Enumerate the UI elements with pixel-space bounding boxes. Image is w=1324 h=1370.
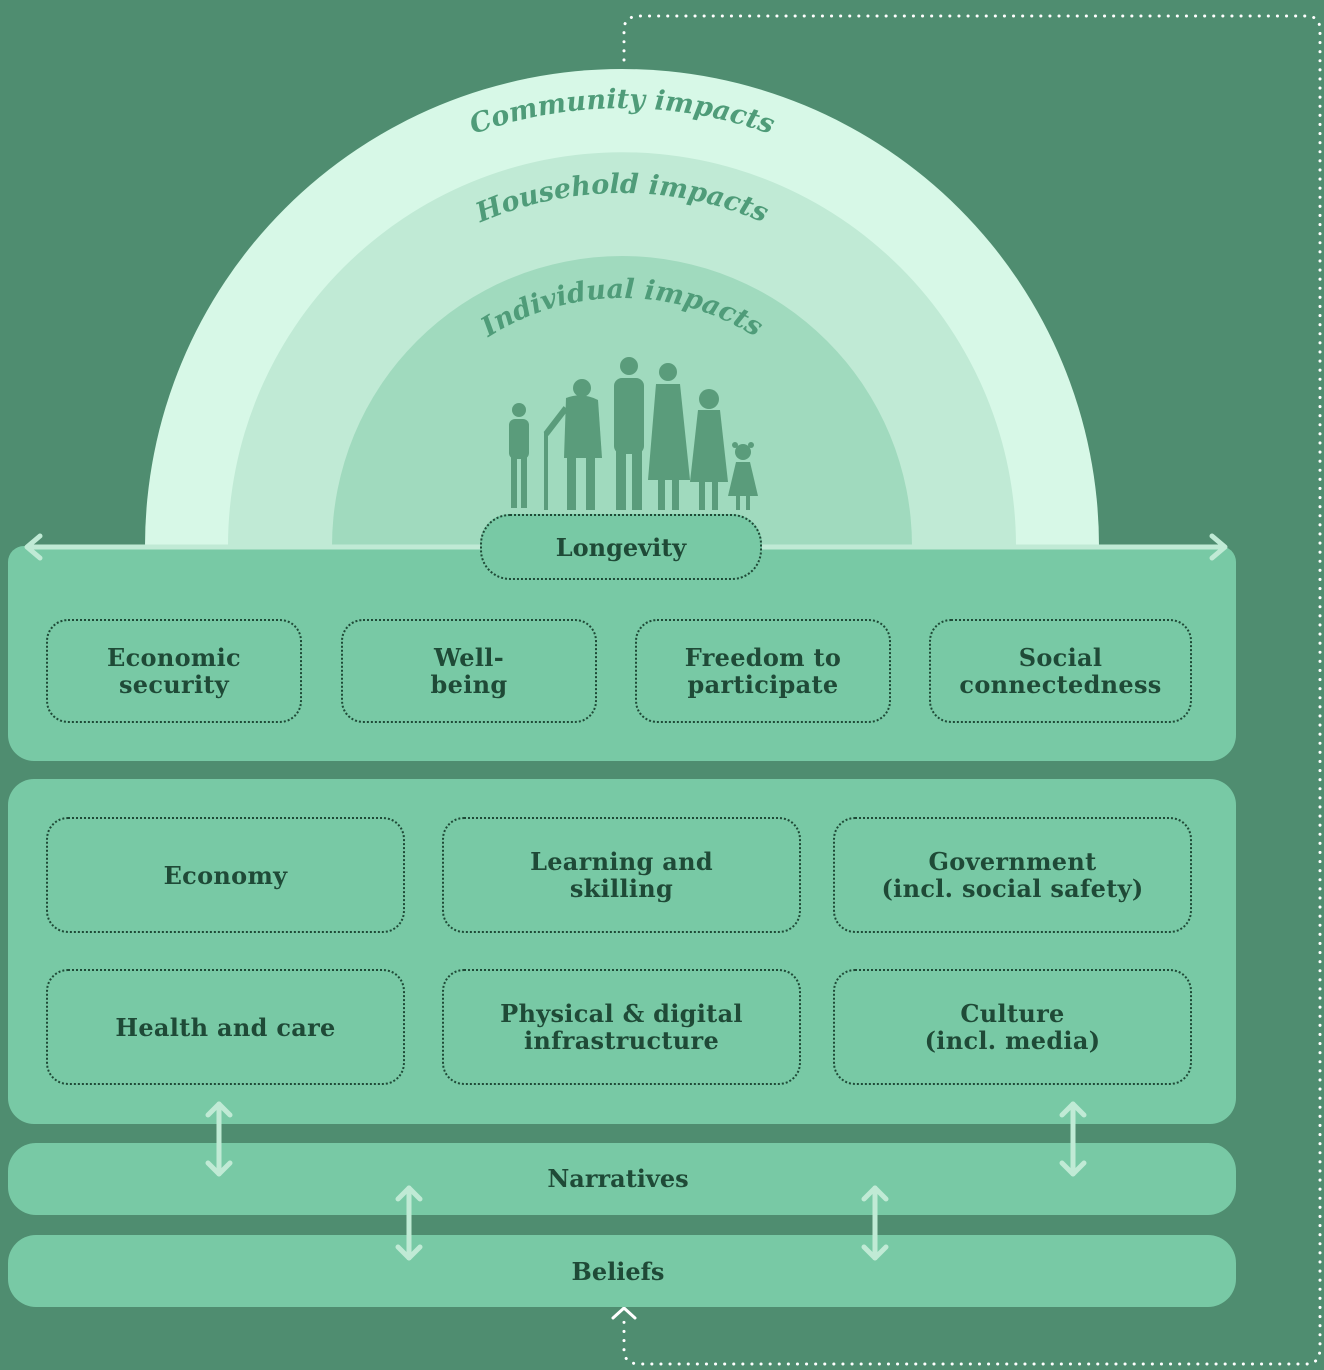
system-learning-and-skilling: Learning and skilling	[442, 817, 801, 933]
outcome-economic-security: Economic security	[46, 619, 302, 723]
impact-arcs: Community impacts Household impacts Indi…	[145, 69, 1099, 546]
outcome-well-being: Well- being	[341, 619, 597, 723]
beliefs-panel	[8, 1235, 1236, 1307]
systems-panel	[8, 779, 1236, 1124]
outcome-freedom-to-participate: Freedom to participate	[635, 619, 891, 723]
beliefs-label: Beliefs	[571, 1257, 665, 1286]
outcomes-panel	[8, 546, 1236, 761]
family-silhouette-icon	[509, 357, 758, 510]
system-health-and-care: Health and care	[46, 969, 405, 1085]
narratives-label: Narratives	[547, 1164, 689, 1193]
system-economy: Economy	[46, 817, 405, 933]
system-government: Government (incl. social safety)	[833, 817, 1192, 933]
system-culture: Culture (incl. media)	[833, 969, 1192, 1085]
outcome-social-connectedness: Social connectedness	[929, 619, 1192, 723]
system-physical-digital-infrastructure: Physical & digital infrastructure	[442, 969, 801, 1085]
narratives-panel	[8, 1143, 1236, 1215]
longevity-label: Longevity	[480, 514, 762, 580]
